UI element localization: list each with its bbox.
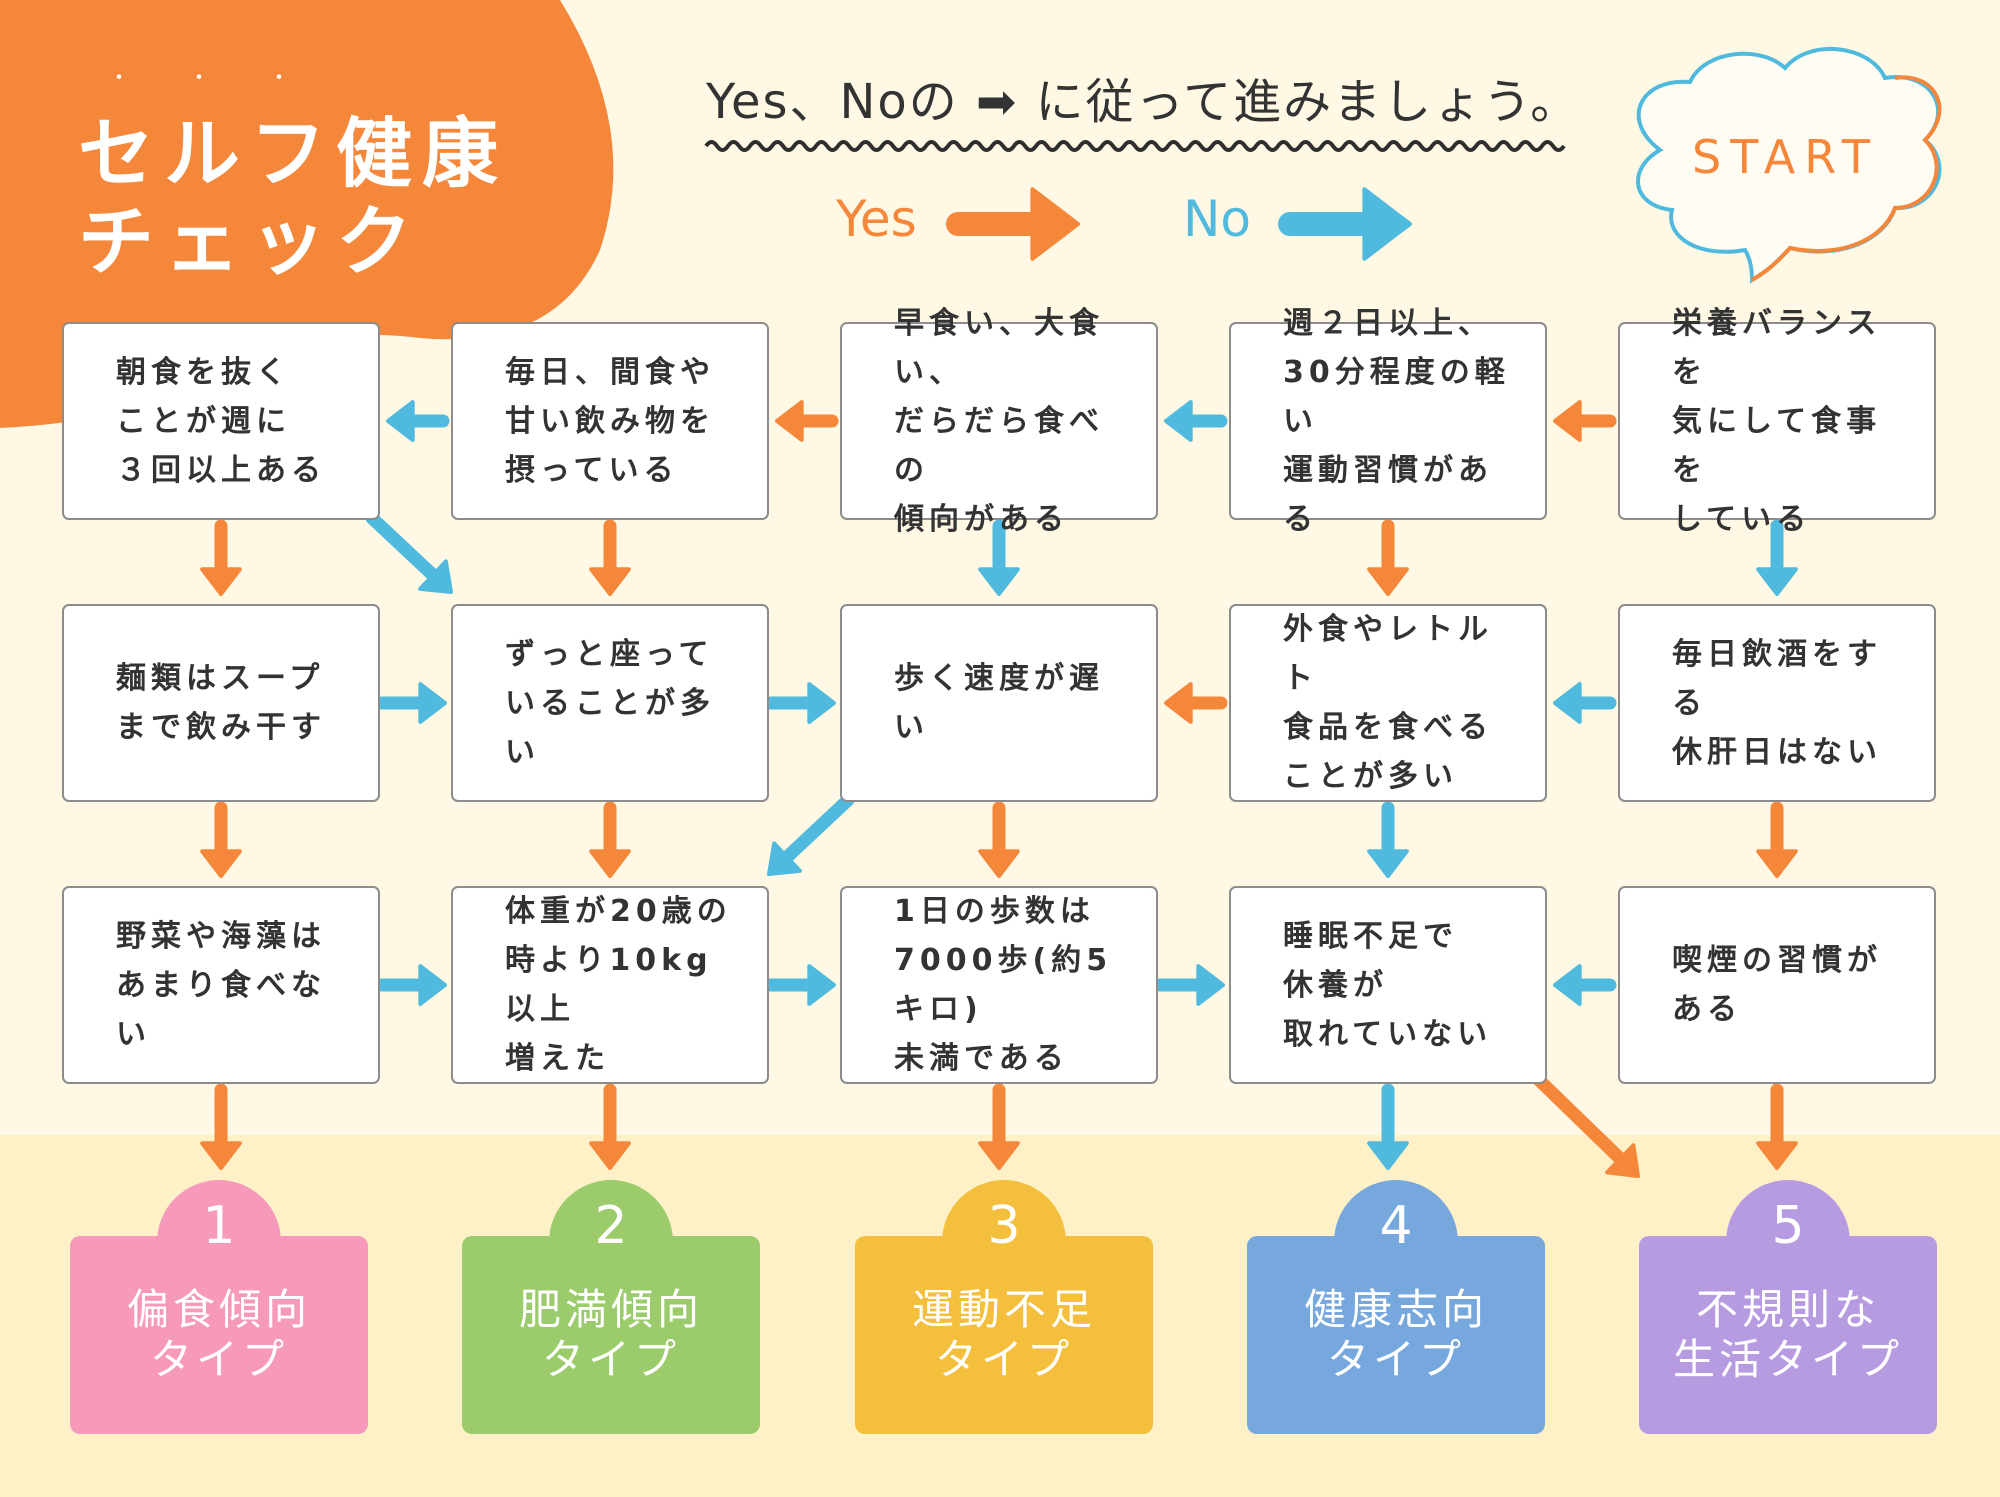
arrow-q3-q8 <box>978 519 1020 596</box>
question-node-q14: 睡眠不足で 休養が 取れていない <box>1229 886 1547 1084</box>
question-node-q15: 喫煙の習慣が ある <box>1618 886 1936 1084</box>
arrow-q1-q10 <box>1756 519 1798 596</box>
question-node-q2: 週２日以上、 30分程度の軽い 運動習慣がある <box>1229 306 1547 537</box>
legend-yes-label: Yes <box>836 190 917 248</box>
arrow-q12-type2 <box>589 1083 631 1170</box>
type-label: 不規則な 生活タイプ <box>1672 1285 1903 1384</box>
arrow-q8-q12 <box>767 793 855 876</box>
arrow-q14-type4 <box>1367 1083 1409 1170</box>
type-card-4 <box>1247 1236 1545 1434</box>
type-card-1 <box>70 1236 368 1434</box>
question-text: 1日の歩数は 7000歩(約5キロ) 未満である <box>894 894 1113 1076</box>
type-label: 運動不足 タイプ <box>911 1285 1096 1384</box>
arrow-q11-q12 <box>375 964 447 1006</box>
start-bubble-accent <box>1750 75 1942 282</box>
question-text: 週２日以上、 30分程度の軽い 運動習慣がある <box>1283 305 1510 537</box>
legend-no-label: No <box>1183 190 1251 248</box>
arrow-q6-q11 <box>200 801 242 878</box>
arrow-q10-q15 <box>1756 801 1798 878</box>
arrow-q4-q5 <box>386 400 450 442</box>
question-node-q13: 1日の歩数は 7000歩(約5キロ) 未満である <box>840 886 1158 1084</box>
arrow-q7-q12 <box>589 801 631 878</box>
question-text: 体重が20歳の 時より10kg以上 増えた <box>505 894 732 1076</box>
title-blob <box>0 0 614 428</box>
type-number: 2 <box>594 1196 628 1256</box>
question-node-q9: 外食やレトルト 食品を食べる ことが多い <box>1229 604 1547 802</box>
arrow-q1-q2 <box>1553 400 1617 442</box>
question-node-q4: 毎日、間食や 甘い飲み物を 摂っている <box>451 322 769 520</box>
page-title-line1: セルフ健康 <box>78 109 508 198</box>
question-text: 歩く速度が遅い <box>894 661 1104 745</box>
type-label: 健康志向 タイプ <box>1303 1285 1488 1384</box>
wavy-underline <box>704 140 1566 152</box>
type-number: 4 <box>1379 1196 1413 1256</box>
question-node-q3: 早食い、大食い、 だらだら食べの 傾向がある <box>840 306 1158 537</box>
arrow-q2-q9 <box>1367 519 1409 596</box>
question-node-q12: 体重が20歳の 時より10kg以上 増えた <box>451 886 769 1084</box>
question-node-q6: 麺類はスープ まで飲み干す <box>62 604 380 802</box>
question-text: 睡眠不足で 休養が 取れていない <box>1283 918 1493 1052</box>
question-node-q1: 栄養バランスを 気にして食事を している <box>1618 306 1936 537</box>
type-card-2 <box>462 1236 760 1434</box>
start-label: START <box>1692 130 1879 184</box>
arrow-q5-q6 <box>200 519 242 596</box>
arrow-q3-q4 <box>775 400 839 442</box>
question-text: 麺類はスープ まで飲み干す <box>116 661 326 745</box>
question-text: 外食やレトルト 食品を食べる ことが多い <box>1283 612 1493 794</box>
question-node-q8: 歩く速度が遅い <box>840 604 1158 802</box>
question-node-q7: ずっと座って いることが多い <box>451 604 769 802</box>
question-text: 朝食を抜く ことが週に ３回以上ある <box>116 354 326 488</box>
type-number: 5 <box>1771 1196 1805 1256</box>
question-text: 栄養バランスを 気にして食事を している <box>1672 305 1882 537</box>
type-label: 偏食傾向 タイプ <box>126 1285 311 1384</box>
arrow-q13-type3 <box>978 1083 1020 1170</box>
arrow-q9-q14 <box>1367 801 1409 878</box>
arrow-q13-q14 <box>1153 964 1225 1006</box>
question-text: 早食い、大食い、 だらだら食べの 傾向がある <box>894 305 1104 537</box>
arrow-q7-q8 <box>764 682 836 724</box>
type-card-3 <box>855 1236 1153 1434</box>
arrow-q11-type1 <box>200 1083 242 1170</box>
arrow-q4-q7 <box>589 519 631 596</box>
question-node-q10: 毎日飲酒をする 休肝日はない <box>1618 604 1936 802</box>
type-card-5 <box>1639 1236 1937 1434</box>
arrow-q14-type5 <box>1532 1073 1640 1178</box>
question-node-q11: 野菜や海藻は あまり食べない <box>62 886 380 1084</box>
arrow-q15-type5 <box>1756 1083 1798 1170</box>
type-number: 1 <box>202 1196 236 1256</box>
arrow-q2-q3 <box>1164 400 1228 442</box>
question-text: 毎日飲酒をする 休肝日はない <box>1672 636 1882 770</box>
legend-no-arrow <box>1278 187 1412 261</box>
question-text: 毎日、間食や 甘い飲み物を 摂っている <box>505 354 715 488</box>
type-number: 3 <box>987 1196 1021 1256</box>
arrow-q12-q13 <box>764 964 836 1006</box>
question-text: ずっと座って いることが多い <box>505 636 715 770</box>
title-dots: ・・・ <box>108 66 349 91</box>
arrow-q8-q13 <box>978 801 1020 878</box>
arrow-q15-q14 <box>1553 964 1617 1006</box>
arrow-q5-q7 <box>365 511 453 594</box>
instruction-text: Yes、Noの ➡ に従って進みましょう。 <box>706 74 1581 130</box>
arrow-q10-q9 <box>1553 682 1617 724</box>
arrow-q9-q8 <box>1164 682 1228 724</box>
type-label: 肥満傾向 タイプ <box>518 1285 703 1384</box>
legend-yes-arrow <box>946 187 1080 261</box>
page-title-line2: チェック <box>78 197 422 286</box>
arrow-q6-q7 <box>375 682 447 724</box>
start-bubble <box>1636 46 1942 284</box>
question-node-q5: 朝食を抜く ことが週に ３回以上ある <box>62 322 380 520</box>
question-text: 野菜や海藻は あまり食べない <box>116 918 326 1052</box>
question-text: 喫煙の習慣が ある <box>1672 943 1882 1027</box>
